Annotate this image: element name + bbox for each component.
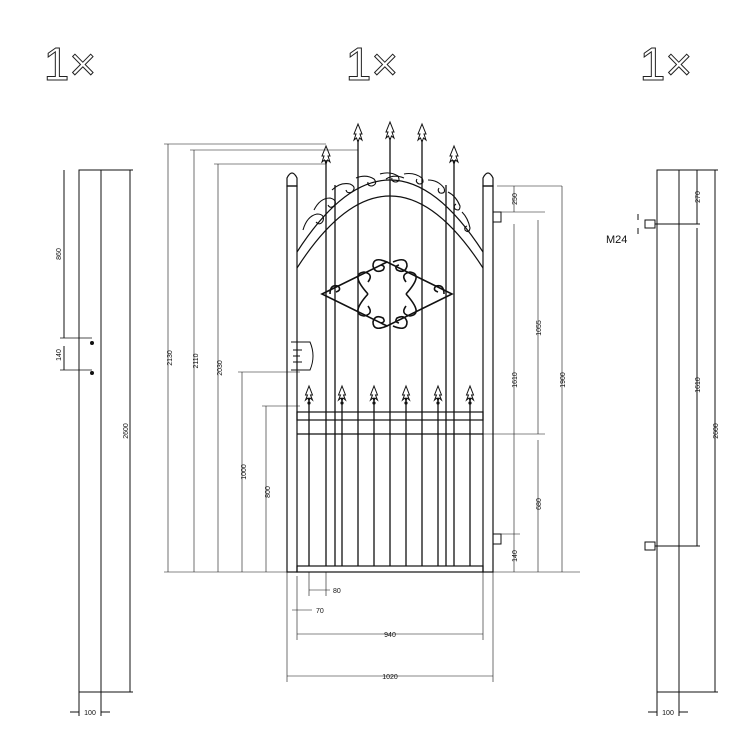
dim-1900: 1900: [560, 372, 567, 388]
left-post-body: [78, 169, 102, 693]
fixing-hole: [90, 371, 94, 375]
gate-left-stile: [286, 185, 298, 573]
qty-label-gate: 1×: [346, 38, 398, 90]
gate-hinges: [492, 211, 502, 545]
right-post-body: [656, 169, 680, 693]
m24-pin-top: [644, 219, 656, 229]
lower-bars: [308, 398, 471, 566]
dim-right-100: 100: [662, 710, 674, 717]
gate-latch: [291, 341, 314, 371]
dim-right-270: 270: [695, 191, 702, 203]
dim-940: 940: [384, 632, 396, 639]
gate-right-stile: [482, 185, 494, 573]
gate-dimension-lines: [164, 143, 580, 682]
dim-left-100: 100: [84, 710, 96, 717]
dim-2110: 2110: [193, 353, 200, 368]
arch-scrolls: [302, 172, 471, 233]
dim-140: 140: [512, 550, 519, 562]
dim-2130: 2130: [167, 350, 174, 366]
bottom-rail: [296, 565, 484, 573]
finial-cap-left: [286, 172, 298, 187]
dim-680: 680: [536, 498, 543, 510]
upper-bars: [325, 138, 455, 566]
dim-right-1610: 1610: [695, 377, 702, 393]
right-post: [637, 169, 718, 716]
fixing-hole: [90, 341, 94, 345]
center-ornament: [320, 258, 454, 330]
left-post: [60, 169, 133, 716]
dim-1610: 1610: [512, 372, 519, 388]
dim-2030: 2030: [217, 360, 224, 376]
dim-left-2600: 2600: [123, 423, 130, 439]
m24-label: M24: [606, 234, 627, 246]
gate-frame: [286, 138, 494, 573]
dim-right-2600: 2600: [713, 423, 720, 439]
dim-1020: 1020: [382, 674, 398, 681]
dim-left-140: 140: [56, 349, 63, 361]
qty-label-left-post: 1×: [44, 38, 96, 90]
dim-70: 70: [316, 608, 324, 615]
dim-1055: 1055: [536, 320, 543, 336]
dim-1000: 1000: [241, 464, 248, 480]
finial-cap-right: [482, 172, 494, 187]
qty-label-right-post: 1×: [640, 38, 692, 90]
gate-dimensions: 2130 2110 2030 1000 800 250 1055 1610 19…: [167, 193, 567, 681]
dim-250: 250: [512, 193, 519, 205]
dim-80: 80: [333, 588, 341, 595]
dim-800: 800: [265, 486, 272, 498]
dim-left-860: 860: [56, 248, 63, 260]
m24-pin-bottom: [644, 541, 656, 551]
